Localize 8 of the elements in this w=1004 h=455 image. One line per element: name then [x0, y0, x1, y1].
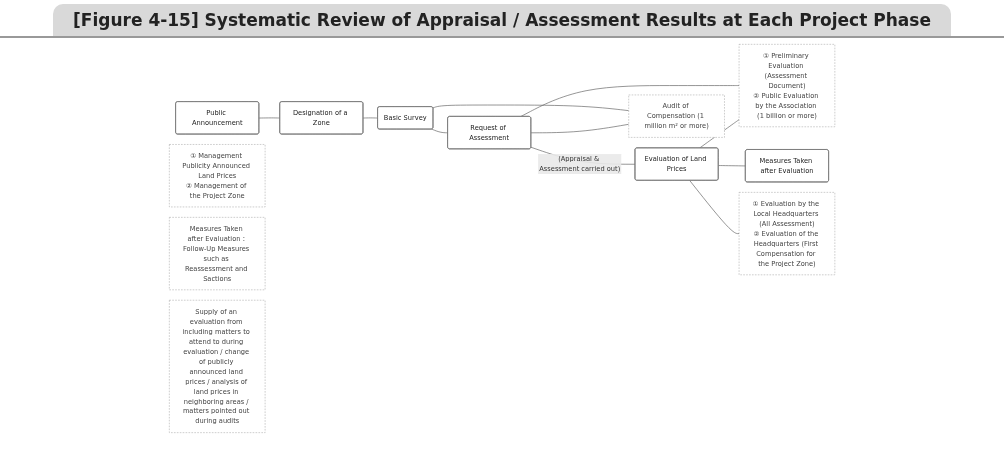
connector — [689, 179, 740, 234]
connector — [362, 117, 378, 118]
figure-title: [Figure 4-15] Systematic Review of Appraisal / Assessment Results at Each Project Phase — [53, 4, 951, 36]
connector — [432, 104, 629, 111]
connector — [530, 123, 629, 133]
connector — [258, 117, 281, 118]
connector — [431, 128, 448, 133]
connector — [718, 164, 746, 166]
